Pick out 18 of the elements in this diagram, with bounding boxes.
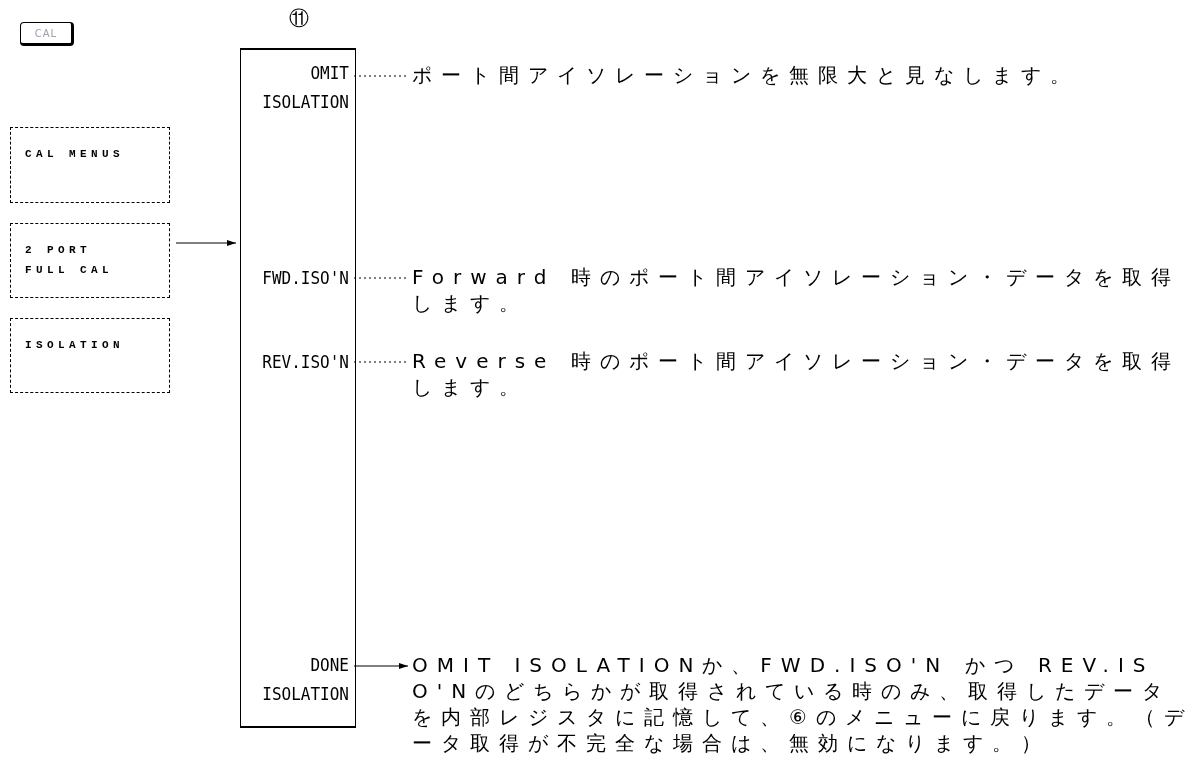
softkey-label: CAL MENUS: [10, 127, 170, 203]
menu-item: DONE ISOLATION: [249, 651, 349, 709]
description-text: ポート間アイソレーションを無限大と見なします。: [412, 62, 1202, 90]
softkey-label: ISOLATION: [10, 318, 170, 393]
description-text: Reverse 時のポート間アイソレーション・データを取得します。: [412, 348, 1192, 402]
leader-line: [353, 277, 409, 279]
menu-item: FWD.ISO'N: [249, 264, 349, 296]
menu-number: ⑪: [289, 6, 309, 30]
cal-key: CAL: [20, 22, 74, 46]
arrow: [353, 663, 409, 669]
softkey-label: 2 PORT FULL CAL: [10, 223, 170, 298]
leader-line: [353, 75, 409, 77]
menu-item: OMIT ISOLATION: [249, 59, 349, 117]
arrow: [175, 240, 237, 246]
description-text: OMIT ISOLATIONか、FWD.ISO'N かつ REV.ISO'Nのどちらかが取得されている時のみ、取得したデータを内部レジスタに記憶して、⑥のメニューに戻ります。（データ取得が不完全な場合は、無効になります。）: [412, 652, 1198, 760]
menu-item: REV.ISO'N: [249, 348, 349, 380]
leader-line: [353, 361, 409, 363]
description-text: Forward 時のポート間アイソレーション・データを取得します。: [412, 264, 1192, 318]
